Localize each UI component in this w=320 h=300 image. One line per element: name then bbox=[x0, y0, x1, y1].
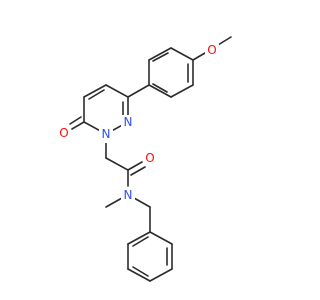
atom-labels: O O N N O N bbox=[57, 42, 219, 203]
bond-pyr-2 bbox=[83, 84, 107, 98]
acetamide-linker bbox=[105, 133, 151, 233]
atom-label-ring-n1: N bbox=[102, 127, 111, 141]
bond-aryl-double-2 bbox=[152, 83, 168, 93]
bond-n-methyl bbox=[105, 197, 123, 208]
bond-aryl-pyridazinone bbox=[127, 84, 150, 98]
atom-label-ring-n2: N bbox=[124, 115, 133, 129]
bond-ch2-co bbox=[105, 157, 129, 171]
bond-aryl-5 bbox=[148, 47, 172, 61]
bond-amide-co-2 bbox=[130, 166, 146, 176]
bond-aryl-3 bbox=[148, 84, 172, 98]
bond-pyr-double-1 bbox=[88, 89, 105, 100]
atom-ring-nitrogen-1: N bbox=[99, 127, 113, 143]
atom-ring-nitrogen-2: N bbox=[121, 115, 135, 131]
bond-n-benzyl bbox=[133, 197, 151, 208]
bond-bn-double-3 bbox=[132, 236, 149, 247]
bond-ring-carbonyl-2 bbox=[69, 116, 82, 125]
bond-amide-co-1 bbox=[127, 161, 143, 171]
bond-pyr-1 bbox=[105, 84, 129, 98]
bond-bn-double-2 bbox=[132, 266, 149, 277]
benzyl-ring bbox=[127, 231, 173, 282]
atom-amide-oxygen: O bbox=[143, 150, 157, 166]
methoxyphenyl-group bbox=[148, 36, 232, 98]
bond-bn-4 bbox=[127, 268, 151, 282]
bond-bn-3 bbox=[149, 268, 173, 282]
atom-label-amide-n: N bbox=[124, 188, 133, 202]
bond-ring-carbonyl-1 bbox=[71, 121, 85, 130]
bond-aryl-double-3 bbox=[152, 52, 169, 62]
atom-label-ring-carbonyl-o: O bbox=[59, 126, 68, 140]
molecule-canvas: O O N N O N bbox=[57, 36, 232, 282]
atom-label-methoxy-o: O bbox=[207, 43, 216, 57]
bond-bn-1 bbox=[149, 231, 173, 245]
bond-methyl-o bbox=[217, 36, 232, 46]
pyridazinone-ring bbox=[69, 84, 129, 135]
atom-methoxy-oxygen: O bbox=[205, 42, 219, 58]
atom-label-amide-o: O bbox=[145, 151, 154, 165]
molecule-structure: O O N N O N bbox=[57, 36, 232, 282]
atom-amide-nitrogen: N bbox=[121, 187, 135, 203]
atom-ring-carbonyl-oxygen: O bbox=[57, 125, 71, 141]
bond-aryl-2 bbox=[170, 84, 194, 98]
bond-aryl-6 bbox=[170, 47, 194, 61]
bond-bn-6 bbox=[127, 231, 151, 245]
bond-o-aryl bbox=[192, 52, 206, 61]
